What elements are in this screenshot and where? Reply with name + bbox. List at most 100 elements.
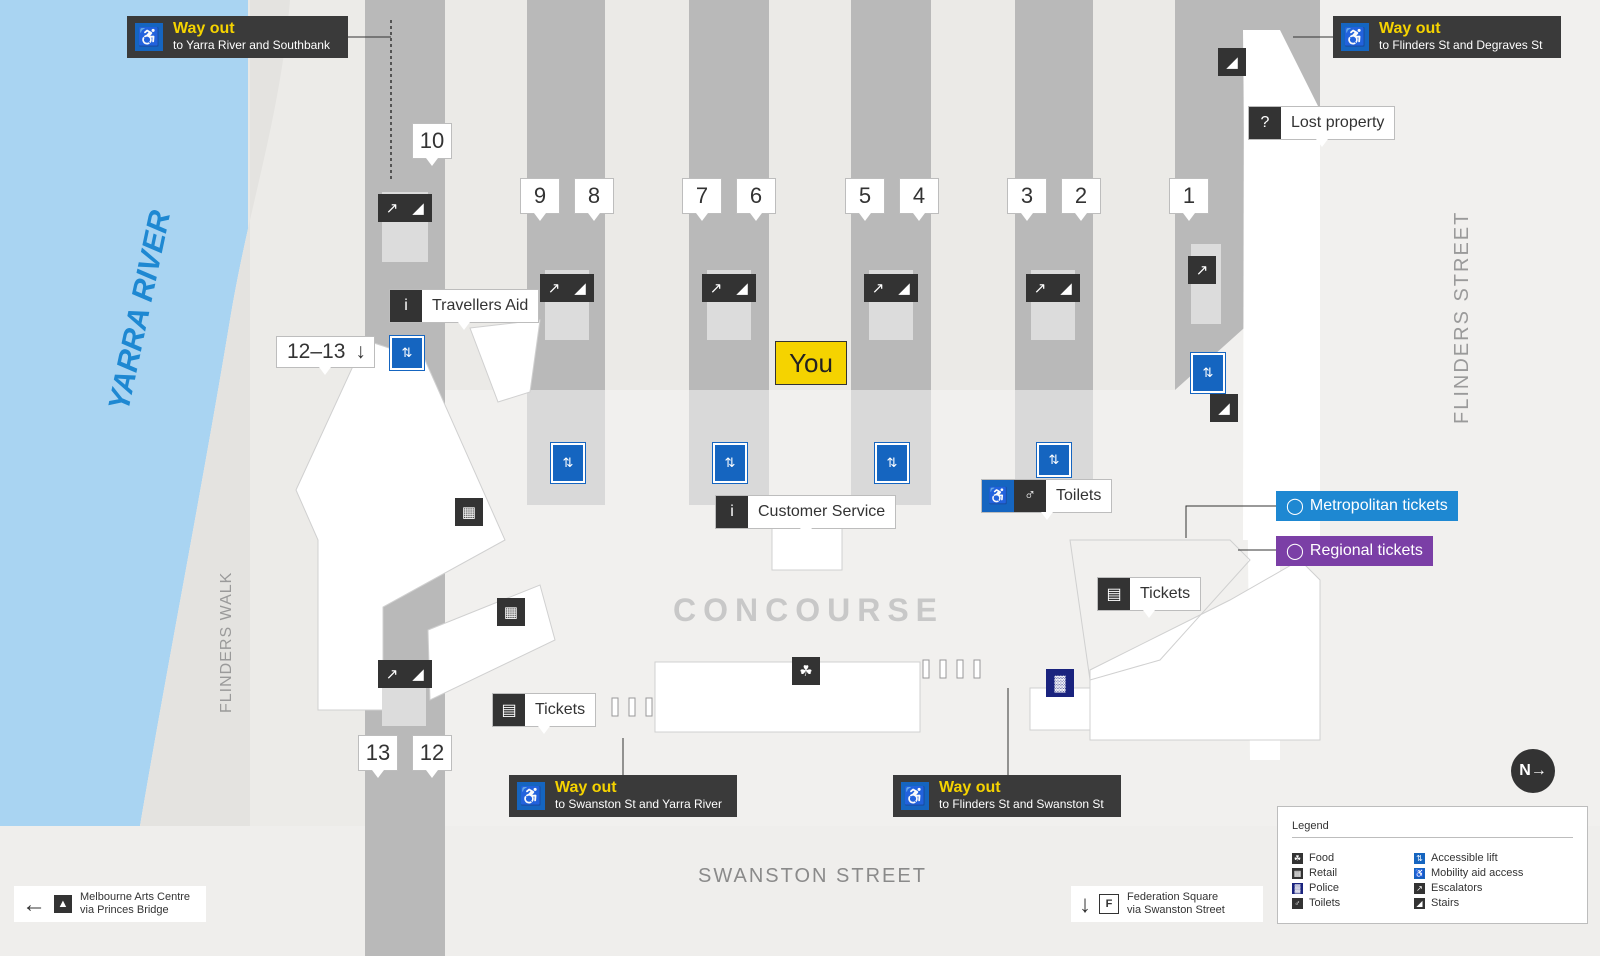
platform-13: 13 (358, 735, 398, 778)
regional-tickets-text: Regional tickets (1309, 542, 1423, 559)
police-icon: ▓ (1046, 669, 1074, 697)
nav-right-line2: via Swanston Street (1127, 904, 1225, 916)
customer-service-text: Customer Service (758, 503, 886, 520)
legend-item-label: Stairs (1431, 897, 1460, 909)
yarra-river (0, 0, 290, 826)
platform-12-13-label: 12–13 ↓ (276, 336, 375, 375)
platform-3: 3 (1007, 178, 1047, 221)
metropolitan-tickets[interactable]: ◯ Metropolitan tickets (1276, 491, 1458, 521)
wheelchair-icon: ♿ (901, 782, 929, 810)
arrow-left-icon: ← (22, 890, 46, 918)
ticket-icon: ◯ (1286, 543, 1304, 560)
legend-item-label: Retail (1309, 867, 1338, 879)
legend-item-label: Police (1309, 882, 1339, 894)
legend-item-stairs: ◢ Stairs (1414, 897, 1459, 909)
retail-icon: ▦ (455, 498, 483, 526)
way-out-sub: to Yarra River and Southbank (173, 38, 330, 52)
platform-9: 9 (520, 178, 560, 221)
way-out-sub: to Swanston St and Yarra River (555, 797, 722, 811)
travellers-aid-label[interactable]: i Travellers Aid (389, 289, 540, 330)
lost-property-label[interactable]: ? Lost property (1248, 106, 1396, 147)
flinders-walk-label: FLINDERS WALK (218, 572, 235, 713)
toilet-icon: ♂ (1014, 480, 1046, 512)
way-out-title: Way out (939, 779, 1001, 796)
wheelchair-icon: ♿ (982, 480, 1014, 512)
platform-8: 8 (574, 178, 614, 221)
food-icon: ☘ (1292, 852, 1303, 864)
legend-item-food: ☘ Food (1292, 852, 1334, 864)
platform-5: 5 (845, 178, 885, 221)
platform-4: 4 (899, 178, 939, 221)
legend-item-label: Food (1309, 852, 1335, 864)
way-out-title: Way out (555, 779, 617, 796)
travellers-aid-text: Travellers Aid (432, 297, 529, 314)
stairs-icon: ◢ (1052, 274, 1080, 302)
arrow-down-icon: ↓ (1079, 890, 1091, 918)
legend: Legend ☘ Food ▦ Retail ▓Police ♂Toilets ⇅ A… (1277, 806, 1588, 924)
stairs-icon: ◢ (1218, 48, 1246, 76)
wheelchair-icon: ♿ (517, 782, 545, 810)
wheelchair-icon: ♿ (1414, 867, 1425, 879)
stairs-icon: ◢ (728, 274, 756, 302)
legend-item-label: Mobility aid access (1431, 867, 1524, 879)
legend-item-toilets: ♂Toilets (1292, 897, 1340, 909)
north-label: N (1519, 762, 1531, 779)
escalator-icon: ↗ (702, 274, 730, 302)
legend-title: Legend (1292, 820, 1329, 832)
lift-icon: ⇅ (1414, 852, 1425, 864)
escalator-icon: ↗ (540, 274, 568, 302)
legend-item-escalators: ↗Escalators (1414, 882, 1482, 894)
platform-12: 12 (412, 735, 452, 778)
escalator-icon: ↗ (1188, 256, 1216, 284)
escalator-icon: ↗ (378, 660, 406, 688)
stairs-icon: ◢ (404, 660, 432, 688)
tickets-left-label[interactable]: ▤ Tickets (492, 693, 597, 734)
info-person-icon: i (716, 496, 748, 528)
stairs-icon: ◢ (1210, 394, 1238, 422)
concourse-label: CONCOURSE (673, 592, 944, 628)
lift-icon: ⇅ (1036, 442, 1072, 478)
info-person-icon: i (390, 290, 422, 322)
way-out-sub: to Flinders St and Swanston St (939, 797, 1104, 811)
retail-icon: ▦ (1292, 867, 1303, 879)
way-out-title: Way out (173, 20, 235, 37)
legend-item-mobility: ♿ Mobility aid access (1414, 867, 1523, 879)
escalator-icon: ↗ (378, 194, 406, 222)
ticket-icon: ◯ (1286, 498, 1304, 515)
escalator-icon: ↗ (1414, 882, 1425, 894)
stairs-icon: ◢ (1414, 897, 1425, 909)
nav-right-line1: Federation Square (1127, 891, 1219, 903)
platform-6: 6 (736, 178, 776, 221)
platform-10: 10 (412, 123, 452, 166)
tickets-left-text: Tickets (535, 701, 586, 718)
way-out-sub: to Flinders St and Degraves St (1379, 38, 1543, 52)
tickets-right-text: Tickets (1140, 585, 1191, 602)
customer-service-label[interactable]: i Customer Service (715, 495, 897, 536)
tickets-right-label[interactable]: ▤ Tickets (1097, 577, 1202, 618)
lift-icon: ⇅ (550, 442, 586, 484)
flinders-street-label: FLINDERS STREET (1451, 211, 1473, 424)
toilet-icon: ♂ (1292, 897, 1303, 909)
north-arrow-icon: N→ (1511, 749, 1555, 793)
wheelchair-icon: ♿ (135, 23, 163, 51)
regional-tickets[interactable]: ◯ Regional tickets (1276, 536, 1433, 566)
legend-item-label: Accessible lift (1431, 852, 1498, 864)
ticket-icon: ▤ (1098, 578, 1130, 610)
legend-item-police: ▓Police (1292, 882, 1339, 894)
escalator-icon: ↗ (864, 274, 892, 302)
wheelchair-icon: ♿ (1341, 23, 1369, 51)
lift-icon: ⇅ (1190, 352, 1226, 394)
stairs-icon: ◢ (404, 194, 432, 222)
legend-item-retail: ▦ Retail (1292, 867, 1337, 879)
lift-icon: ⇅ (712, 442, 748, 484)
swanston-street-label: SWANSTON STREET (698, 865, 927, 887)
stairs-icon: ◢ (566, 274, 594, 302)
legend-item-accessible-lift: ⇅ Accessible lift (1414, 852, 1498, 864)
toilets-label[interactable]: ♿ ♂ Toilets (981, 479, 1113, 520)
